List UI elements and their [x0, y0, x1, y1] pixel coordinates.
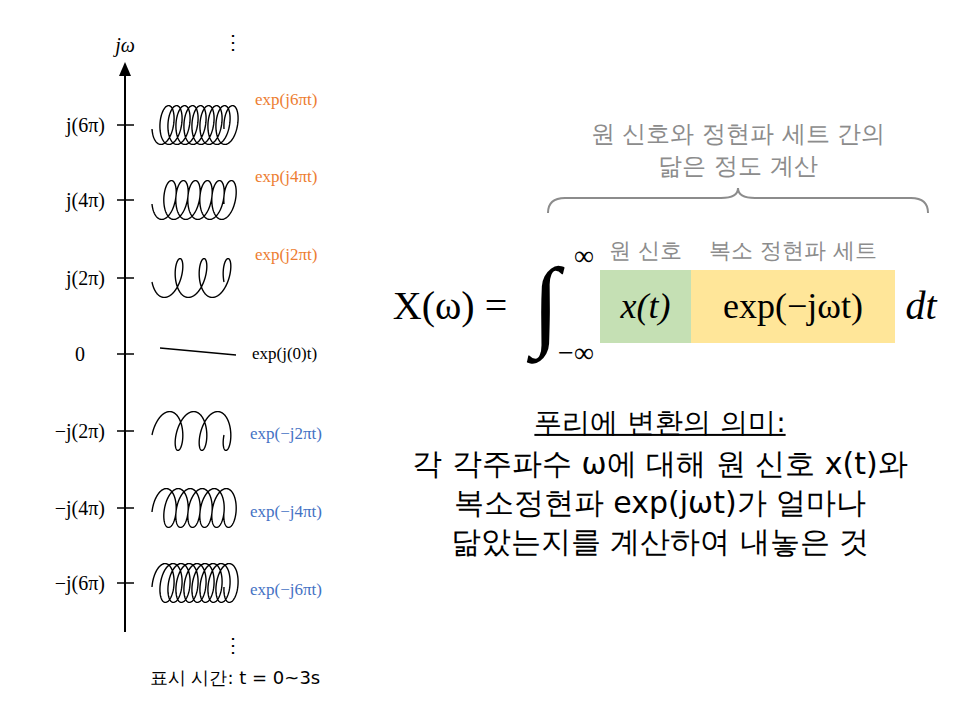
tick-label: j(4π) [66, 189, 105, 212]
formula-lhs: X(ω) = [393, 283, 507, 329]
formula-term: x(t) [600, 270, 691, 343]
tick-label: −j(2π) [55, 420, 105, 443]
tick-label: −j(4π) [55, 497, 105, 520]
axis-tick [117, 124, 134, 126]
axis-tick [117, 582, 134, 584]
tick-label: j(6π) [66, 114, 105, 137]
formula-dt: dt [905, 283, 936, 329]
axis-tick [117, 277, 134, 279]
complex-sinusoid-helix [152, 489, 236, 528]
tick-label: −j(6π) [55, 572, 105, 595]
tick-label: j(2π) [66, 267, 105, 290]
integral-upper-limit: ∞ [574, 240, 594, 272]
brace-note: 원 신호와 정현파 세트 간의 닮은 정도 계산 [568, 118, 908, 183]
axis-arrowhead [119, 62, 131, 76]
sinusoid-set-box: 복소 정현파 세트exp(−jωt) [691, 270, 895, 343]
ellipsis: ⋮ [223, 31, 243, 54]
axis-tick [117, 353, 134, 355]
box-heading: 복소 정현파 세트 [709, 236, 877, 266]
sinusoid-label: exp(−j4πt) [250, 502, 322, 522]
sinusoid-label: exp(j4πt) [255, 167, 317, 187]
ellipsis: ⋮ [223, 634, 243, 657]
sinusoid-label: exp(j(0)t) [252, 344, 317, 364]
complex-sinusoid-helix [152, 259, 231, 298]
axis-tick [117, 430, 134, 432]
integral-lower-limit: −∞ [558, 337, 594, 369]
sinusoid-label: exp(j6πt) [255, 90, 317, 110]
complex-sinusoid-helix [152, 564, 238, 603]
complex-sinusoid-helix [160, 348, 236, 355]
axis-tick [117, 199, 134, 201]
complex-sinusoid-helix [152, 181, 236, 220]
curly-brace [548, 188, 928, 213]
axis-tick [117, 507, 134, 509]
box-heading: 원 신호 [609, 236, 682, 266]
axis-label: jω [115, 34, 135, 57]
signal-box: 원 신호x(t) [600, 270, 691, 343]
meaning-body: 각 각주파수 ω에 대해 원 신호 x(t)와 복소정현파 exp(jωt)가 … [400, 444, 920, 561]
complex-sinusoid-helix [152, 106, 238, 145]
sinusoid-label: exp(j2πt) [255, 245, 317, 265]
frequency-axis [124, 72, 126, 632]
helix-group [152, 106, 238, 603]
tick-label: 0 [75, 343, 85, 366]
time-range-note: 표시 시간: t = 0~3s [150, 668, 320, 689]
formula-term: exp(−jωt) [691, 270, 895, 343]
sinusoid-label: exp(−j6πt) [250, 580, 322, 600]
complex-sinusoid-helix [152, 412, 231, 451]
sinusoid-label: exp(−j2πt) [250, 424, 322, 444]
meaning-heading: 푸리에 변환의 의미: [534, 407, 785, 439]
integral-sign: ∫ [532, 246, 559, 361]
